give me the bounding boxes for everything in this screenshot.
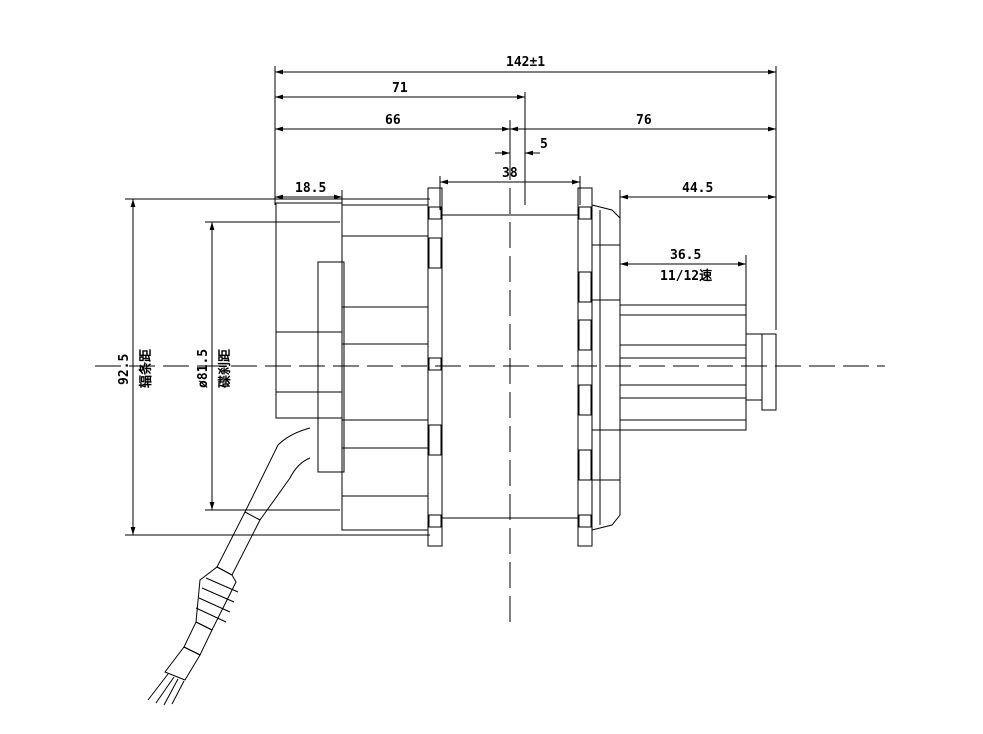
label-81-5-note: 碟刹距 [218,349,233,388]
right-flange-tab-2 [578,271,592,303]
left-flange-tab-2 [428,237,442,269]
label-18-5: 18.5 [295,181,326,196]
right-flange-tab-3 [578,319,592,351]
left-flange-tab-top [428,206,442,220]
right-flange [577,187,593,547]
label-66: 66 [385,113,401,128]
right-flange-tab-5 [578,449,592,481]
right-axle-end [745,333,763,401]
cable-sheath [216,511,261,576]
label-71: 71 [392,81,408,96]
left-axle-housing [275,202,343,419]
left-flange-tab-4 [428,424,442,456]
label-cassette-note: 11/12速 [660,268,712,284]
label-92-5: 92.5 [117,354,132,385]
label-81-5: ø81.5 [196,349,211,388]
right-axle-nut [761,333,777,411]
disc-mount [317,261,345,473]
label-5: 5 [540,137,548,152]
label-92-5-note: 辐条距 [138,349,154,388]
right-flange-tab-6 [578,514,592,528]
right-flange-tab-4 [578,384,592,416]
motor-cable [244,427,311,521]
connector-pins [147,673,185,706]
left-flange [427,187,443,547]
label-76: 76 [636,113,652,128]
left-flange-tab-3 [428,357,442,371]
cable-connector [164,566,239,681]
cassette-spline [619,304,747,431]
label-44-5: 44.5 [682,181,713,196]
label-overall-length: 142±1 [506,55,545,70]
label-38: 38 [502,166,518,181]
right-flange-tab-1 [578,206,592,220]
freehub-body [591,204,621,531]
left-flange-tab-bottom [428,514,442,528]
left-shell-ring [341,204,429,531]
label-36-5: 36.5 [670,248,701,263]
